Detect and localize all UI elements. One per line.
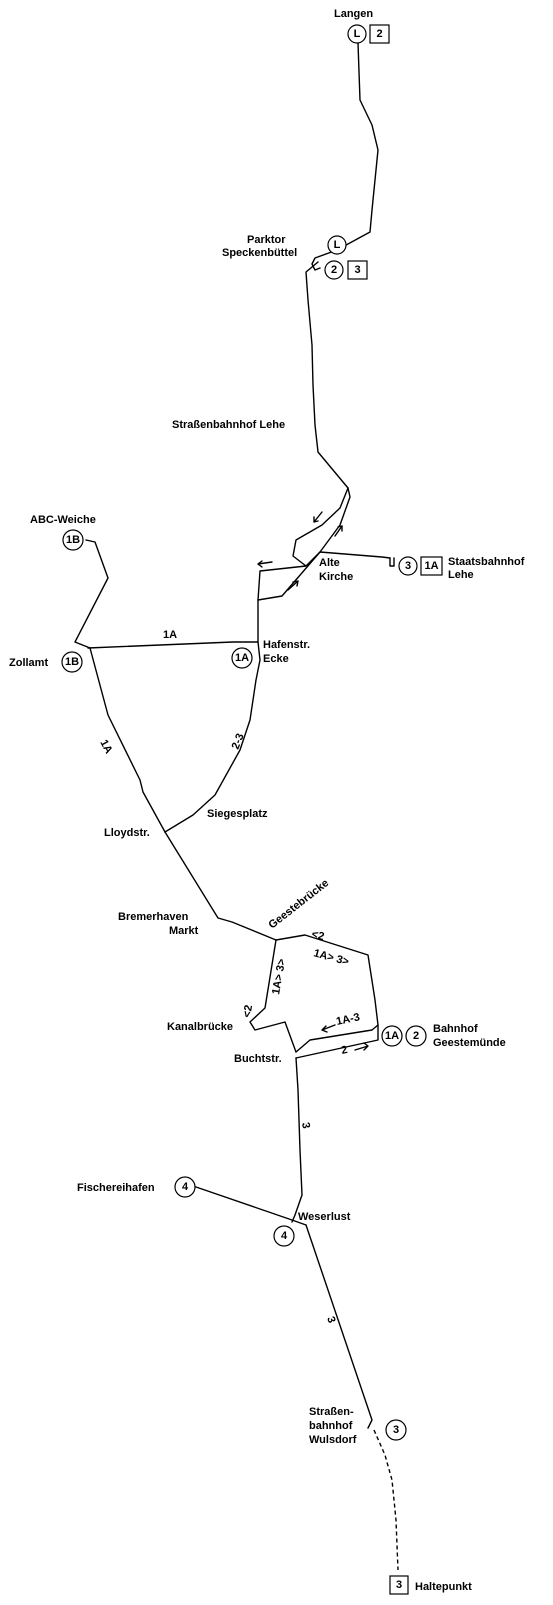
badge-label: 3 bbox=[393, 1424, 399, 1436]
route-label: 1A bbox=[97, 738, 114, 756]
route-labels: 1A 1A 2-3 <2 1A> 3> <2 1A> 3> 1A-3 2 3 3 bbox=[97, 629, 361, 1325]
route-label: <2 bbox=[241, 1004, 255, 1018]
badge-label: 1A bbox=[424, 560, 438, 572]
badge-circle bbox=[385, 1419, 407, 1441]
badge-label: 3 bbox=[405, 560, 411, 572]
track-alte-kirche-loop bbox=[257, 551, 391, 601]
track-abc-zollamt bbox=[74, 539, 109, 649]
arrow-icon bbox=[354, 1042, 369, 1051]
badge-label: 1A bbox=[385, 1030, 399, 1042]
badge-label: 1A bbox=[235, 652, 249, 664]
station-abc-weiche: ABC-Weiche bbox=[30, 514, 96, 526]
track-fischereihafen bbox=[195, 1186, 307, 1226]
badge-circle bbox=[398, 556, 418, 576]
station-staatsbahnhof: Lehe bbox=[448, 569, 474, 581]
badge-label: L bbox=[354, 28, 361, 40]
badge-circle bbox=[61, 651, 83, 673]
station-kanalbruecke: Kanalbrücke bbox=[167, 1021, 233, 1033]
track-langen-parktor bbox=[336, 42, 379, 251]
badge-label: 3 bbox=[354, 264, 360, 276]
badge-box bbox=[420, 556, 443, 576]
track-geeste-left bbox=[249, 939, 297, 1053]
station-buchtstr: Buchtstr. bbox=[234, 1053, 282, 1065]
station-wulsdorf: bahnhof bbox=[309, 1420, 353, 1432]
station-wulsdorf: Wulsdorf bbox=[309, 1434, 357, 1446]
station-zollamt: Zollamt bbox=[9, 657, 48, 669]
track-wulsdorf-haltepunkt bbox=[373, 1429, 399, 1571]
badge-box bbox=[389, 1575, 409, 1595]
track-lloyd-markt bbox=[164, 831, 277, 941]
station-alte-kirche: Alte bbox=[319, 557, 340, 569]
station-parktor: Speckenbüttel bbox=[222, 247, 297, 259]
station-haltepunkt: Haltepunkt bbox=[415, 1581, 472, 1593]
route-label: 1A bbox=[163, 629, 177, 641]
badge-circle bbox=[347, 24, 367, 44]
badge-circle bbox=[273, 1225, 295, 1247]
station-hafenstr: Ecke bbox=[263, 653, 289, 665]
station-parktor: Parktor bbox=[247, 234, 286, 246]
station-alte-kirche: Kirche bbox=[319, 571, 353, 583]
track-parktor-loop bbox=[311, 249, 338, 271]
badges: L 2 L 2 3 3 1A 1B 1B 1A 1A 2 4 4 bbox=[61, 24, 443, 1595]
arrow-icon bbox=[287, 580, 299, 591]
badge-label: 1B bbox=[65, 656, 79, 668]
badge-label: 2 bbox=[376, 28, 382, 40]
station-bahnhof-geestemuende: Geestemünde bbox=[433, 1037, 506, 1049]
station-weserlust: Weserlust bbox=[298, 1211, 351, 1223]
track-parktor-lehe bbox=[305, 261, 349, 489]
station-bahnhof-geestemuende: Bahnhof bbox=[433, 1023, 478, 1035]
badge-box bbox=[369, 24, 390, 44]
station-bremerhaven-markt: Markt bbox=[169, 925, 199, 937]
arrow-icon bbox=[321, 1024, 336, 1033]
arrow-icon bbox=[313, 511, 323, 523]
track-lehe-junction bbox=[257, 487, 349, 601]
route-label: 1A> 3> bbox=[312, 947, 350, 968]
track-buchtstr-loop bbox=[295, 1024, 379, 1059]
station-siegesplatz: Siegesplatz bbox=[207, 808, 268, 820]
arrow-icon bbox=[257, 560, 273, 568]
badge-circle bbox=[381, 1025, 403, 1047]
route-label: 1A-3 bbox=[335, 1011, 361, 1028]
station-wulsdorf: Straßen- bbox=[309, 1406, 354, 1418]
badge-label: 2 bbox=[331, 264, 337, 276]
station-staatsbahnhof: Staatsbahnhof bbox=[448, 556, 525, 568]
badge-label: 2 bbox=[413, 1030, 419, 1042]
track-staatsbahnhof bbox=[389, 557, 395, 567]
station-fischereihafen: Fischereihafen bbox=[77, 1182, 155, 1194]
route-label: 2 bbox=[340, 1044, 348, 1057]
track-buchtstr-weserlust bbox=[291, 1057, 303, 1223]
badge-label: 4 bbox=[182, 1181, 189, 1193]
route-label: 2-3 bbox=[230, 732, 247, 751]
direction-arrows bbox=[257, 511, 369, 1051]
track-hafen-siegesplatz bbox=[164, 599, 261, 833]
track-lines bbox=[74, 42, 399, 1571]
station-geestebruecke: Geestebrücke bbox=[266, 877, 331, 931]
station-bremerhaven-markt: Bremerhaven bbox=[118, 911, 189, 923]
track-weserlust-wulsdorf bbox=[305, 1224, 373, 1429]
badge-circle bbox=[324, 260, 344, 280]
badge-circle bbox=[405, 1025, 427, 1047]
track-zollamt-lloydstr bbox=[89, 647, 166, 833]
route-label: 3 bbox=[299, 1121, 312, 1129]
track-geeste-top bbox=[275, 934, 379, 1026]
badge-label: L bbox=[334, 239, 341, 251]
station-strassenbahnhof-lehe: Straßenbahnhof Lehe bbox=[172, 419, 285, 431]
badge-label: 3 bbox=[396, 1579, 402, 1591]
station-langen: Langen bbox=[334, 8, 373, 20]
track-zollamt-hafenstr bbox=[87, 641, 259, 649]
badge-box bbox=[347, 260, 368, 280]
station-labels: Langen Parktor Speckenbüttel Straßenbahn… bbox=[9, 8, 525, 1593]
station-lloydstr: Lloydstr. bbox=[104, 827, 150, 839]
badge-circle bbox=[231, 647, 253, 669]
badge-circle bbox=[327, 235, 347, 255]
route-label: <2 bbox=[310, 928, 325, 943]
route-label: 3 bbox=[324, 1315, 337, 1325]
arrow-icon bbox=[334, 525, 343, 537]
badge-circle bbox=[174, 1176, 196, 1198]
badge-label: 4 bbox=[281, 1230, 288, 1242]
station-hafenstr: Hafenstr. bbox=[263, 639, 310, 651]
badge-label: 1B bbox=[66, 534, 80, 546]
badge-circle bbox=[62, 529, 84, 551]
